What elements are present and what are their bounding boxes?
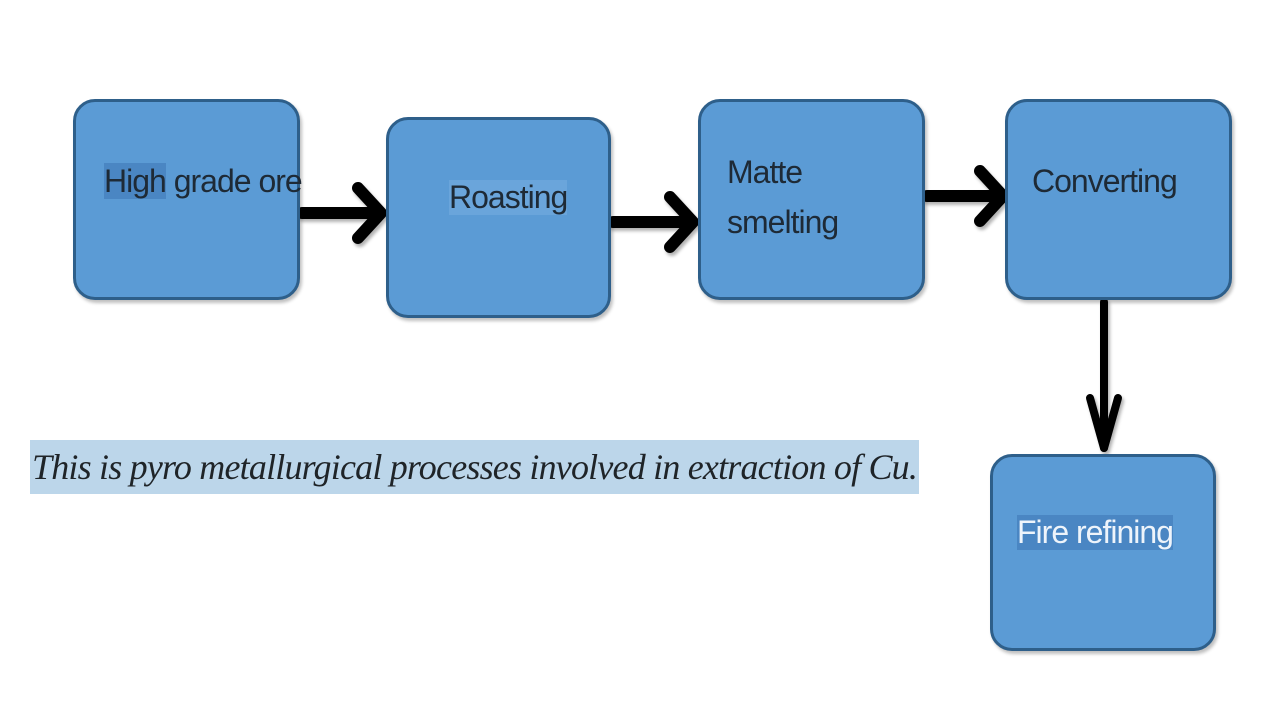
step-roasting: Roasting (386, 117, 611, 318)
step-matte-smelting: Matte smelting (698, 99, 925, 300)
step-fire-refining: Fire refining (990, 454, 1216, 651)
step-converting: Converting (1005, 99, 1232, 300)
diagram-caption: This is pyro metallurgical processes inv… (30, 440, 920, 494)
step-label: Fire refining (1017, 514, 1174, 551)
arrow-high-to-roasting (296, 182, 387, 244)
step-label: High grade ore (104, 163, 303, 199)
step-label: Converting (1032, 163, 1178, 199)
step-label: Roasting (449, 179, 568, 216)
step-high-grade-ore: High grade ore (73, 99, 303, 300)
step-label: Matte smelting (727, 154, 839, 240)
arrow-matte-to-converting (921, 165, 1009, 227)
arrow-roasting-to-matte (607, 191, 699, 253)
arrow-converting-to-fire (1086, 298, 1122, 452)
